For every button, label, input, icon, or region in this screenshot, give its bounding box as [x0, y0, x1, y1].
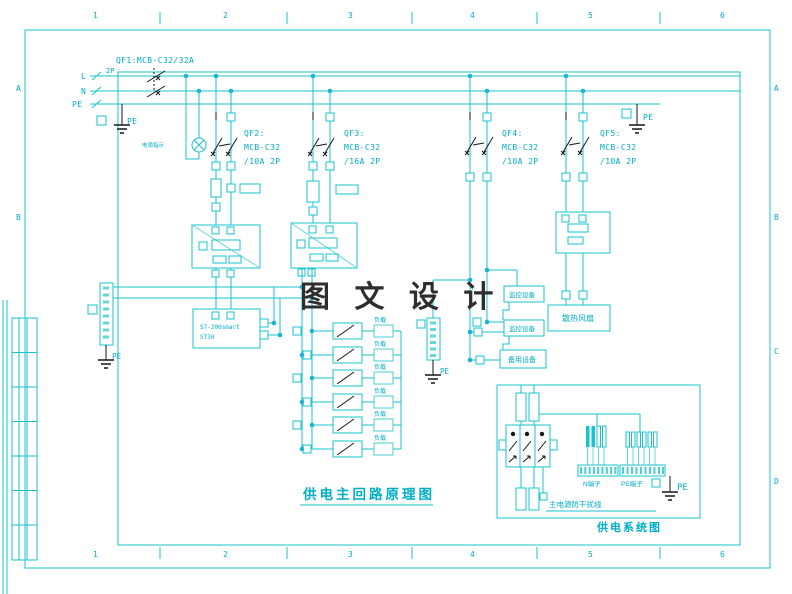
main-title-text: 供电主回路原理图: [302, 486, 435, 502]
load-label: 负载: [374, 340, 386, 348]
plc-box: S7-200smart ST30: [192, 287, 283, 349]
sheet-frame: 1 2 3 4 5 6 1 2 3 4 5 6 A B A B C D: [2, 11, 779, 594]
bus-l-label: L: [81, 72, 86, 81]
pole-label: 2P: [106, 67, 114, 75]
breaker-name: QF3:: [344, 129, 365, 138]
zone-label: C: [774, 347, 779, 356]
zone-label: 4: [470, 550, 475, 559]
left-terminal-strip: PE: [87, 282, 312, 369]
fan-box: 散热风扇: [547, 304, 611, 332]
zone-label: 3: [348, 11, 353, 20]
zone-label: D: [774, 477, 779, 486]
fan-box-label: 散热风扇: [562, 313, 594, 323]
watermark-text: 图 文 设 计: [300, 280, 500, 315]
mid-terminal-strip: PE: [416, 279, 470, 384]
zone-label: A: [774, 84, 779, 93]
qf1-label: QF1:MCB-C32/32A: [116, 56, 194, 65]
zone-label: 4: [470, 11, 475, 20]
pe-label: PE: [112, 352, 122, 361]
load-row: 负载: [299, 434, 401, 458]
zone-label: A: [16, 84, 21, 93]
qf4-branch: QF4: MCB-C32 /10A 2P: [464, 76, 539, 365]
load-rows: 负载 负载 负载 负载: [292, 268, 402, 458]
zone-label: B: [774, 213, 779, 222]
zone-label: 1: [93, 11, 98, 20]
breaker-rating: /16A 2P: [344, 157, 381, 166]
device-boxes: 监控设备 监控设备 备用设备: [499, 285, 547, 369]
bus-pe-label: PE: [72, 100, 82, 109]
device-box2-label: 监控设备: [509, 324, 536, 333]
pe-label: PE: [677, 483, 688, 493]
zone-label: 3: [348, 550, 353, 559]
pe-ground-left: PE: [96, 104, 137, 134]
device-box3-label: 备用设备: [508, 355, 536, 364]
zone-label: 5: [588, 11, 593, 20]
psu-box-a: [191, 224, 261, 309]
load-label: 负载: [374, 410, 386, 418]
breaker-rating: /10A 2P: [244, 157, 281, 166]
inset-title: 供电系统图: [596, 520, 662, 534]
breaker-rating: /10A 2P: [600, 157, 637, 166]
breaker-name: QF4:: [502, 129, 523, 138]
zone-label: 2: [223, 550, 228, 559]
main-title: 供电主回路原理图: [300, 486, 435, 506]
load-label: 负载: [374, 363, 386, 371]
qf1-breaker-switch: [146, 68, 166, 98]
power-indicator-lamp: 电源指示: [142, 76, 207, 160]
zone-label: 6: [720, 550, 725, 559]
inset-n-bar: N端子: [577, 425, 619, 488]
load-label: 负载: [374, 387, 386, 395]
breaker-model: MCB-C32: [502, 143, 539, 152]
load-row: 负载: [299, 340, 401, 364]
inset-main-breaker: [498, 424, 558, 468]
inset-note: 主电源防干扰线: [549, 499, 602, 509]
title-block: [11, 317, 38, 561]
qf3-branch: QF3: MCB-C32 /16A 2P: [306, 76, 381, 223]
breaker-model: MCB-C32: [600, 143, 637, 152]
load-row: 负载: [292, 363, 401, 387]
power-bus: L N PE 2P QF1:MCB-C32/32A: [72, 56, 740, 109]
pe-label: PE: [127, 117, 137, 126]
indicator-label: 电源指示: [142, 141, 165, 149]
plc-model: S7-200smart: [200, 324, 240, 331]
inset-pe-ground: PE: [651, 476, 688, 501]
system-inset: N端子 PE端子 PE 主电源防干扰线: [496, 384, 701, 519]
load-row: 负载: [299, 387, 401, 411]
plc-type: ST30: [200, 334, 215, 341]
load-row: 负载: [292, 410, 401, 434]
n-terminal-label: N端子: [583, 479, 601, 488]
breaker-name: QF2:: [244, 129, 265, 138]
qf2-branch: QF2: MCB-C32 /10A 2P: [210, 76, 281, 225]
breaker-model: MCB-C32: [344, 143, 381, 152]
load-row: 负载: [292, 316, 401, 340]
breaker-rating: /10A 2P: [502, 157, 539, 166]
zone-label: 2: [223, 11, 228, 20]
zone-label: 1: [93, 550, 98, 559]
pe-label: PE: [440, 367, 450, 376]
breaker-model: MCB-C32: [244, 143, 281, 152]
load-label: 负载: [374, 316, 386, 324]
pe-terminal-label: PE端子: [621, 479, 643, 488]
load-label: 负载: [374, 434, 386, 442]
pe-ground-right: PE: [621, 104, 653, 134]
inset-pe-bar: PE端子: [619, 431, 666, 488]
device-box1-label: 监控设备: [509, 290, 536, 299]
qf5-branch: QF5: MCB-C32 /10A 2P: [560, 76, 637, 212]
zone-label: B: [16, 213, 21, 222]
pe-label: PE: [643, 113, 653, 122]
psu-box-b: [290, 222, 358, 277]
zone-label: 5: [588, 550, 593, 559]
bus-n-label: N: [81, 87, 86, 96]
psu-box-right: [555, 211, 611, 305]
breaker-name: QF5:: [600, 129, 621, 138]
zone-label: 6: [720, 11, 725, 20]
